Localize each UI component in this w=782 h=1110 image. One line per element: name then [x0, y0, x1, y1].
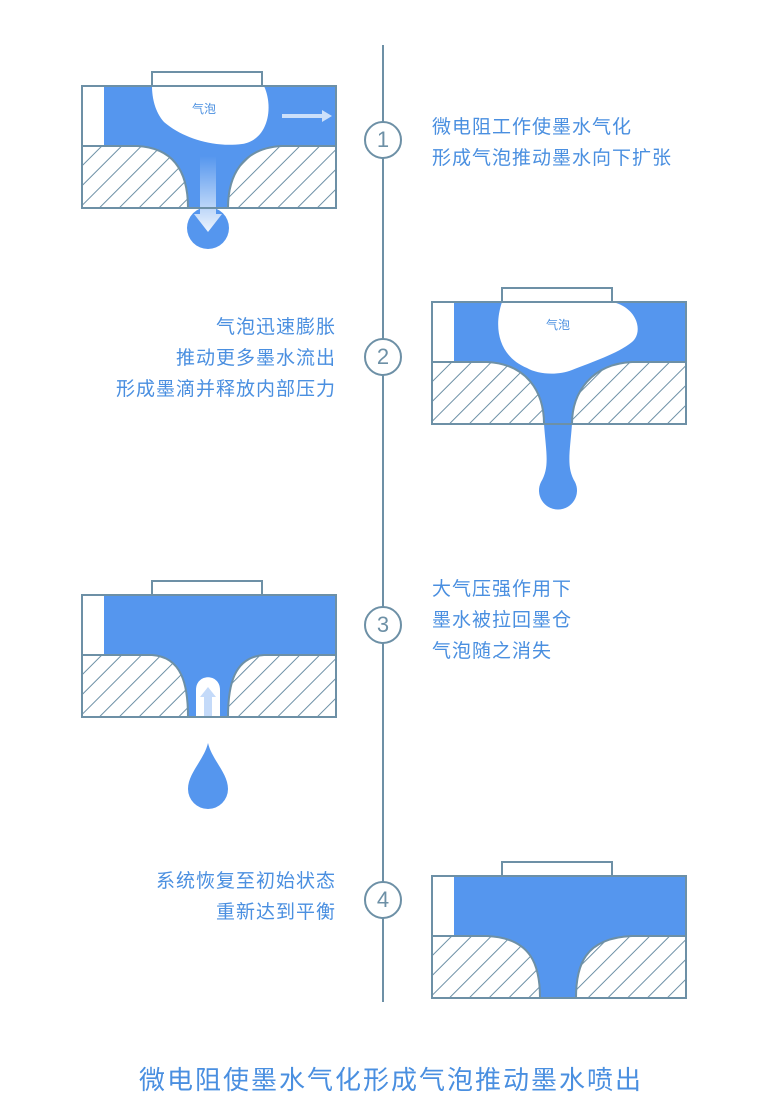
text-line: 推动更多墨水流出: [175, 347, 336, 369]
text-line: 气泡迅速膨胀: [215, 316, 336, 338]
down-arrow-icon: [194, 156, 222, 232]
step-number-1: 1: [364, 121, 402, 159]
bubble-label: 气泡: [546, 317, 570, 332]
text-line: 重新达到平衡: [215, 901, 336, 923]
nozzle-diagram-step-4: [431, 861, 687, 999]
step-3-description: 大气压强作用下 墨水被拉回墨仓 气泡随之消失: [432, 574, 572, 667]
heater-plate: [501, 287, 613, 303]
step-number-3: 3: [364, 606, 402, 644]
bubble: [498, 302, 638, 374]
text-line: 气泡随之消失: [432, 640, 553, 662]
text-line: 形成气泡推动墨水向下扩张: [432, 147, 673, 169]
text-line: 形成墨滴并释放内部压力: [115, 378, 336, 400]
nozzle-diagram-step-1: 气泡: [81, 71, 337, 249]
heater-plate: [151, 71, 263, 87]
nozzle-diagram-step-2: 气泡: [431, 287, 687, 510]
text-line: 大气压强作用下: [432, 578, 573, 600]
bubble: [152, 86, 269, 145]
step-2-description: 气泡迅速膨胀 推动更多墨水流出 形成墨滴并释放内部压力: [116, 312, 336, 405]
step-4-description: 系统恢复至初始状态 重新达到平衡: [156, 866, 336, 928]
diagram-caption: 微电阻使墨水气化形成气泡推动墨水喷出: [138, 1066, 643, 1096]
ink-drop: [539, 424, 577, 510]
right-arrow-icon: [282, 110, 332, 122]
heater-plate: [501, 861, 613, 877]
meniscus: [196, 677, 220, 717]
step-number-2: 2: [364, 338, 402, 376]
heater-plate: [151, 580, 263, 596]
up-arrow-icon: [200, 687, 216, 717]
ink-drop: [188, 743, 228, 809]
text-line: 墨水被拉回墨仓: [432, 609, 573, 631]
step-1-description: 微电阻工作使墨水气化 形成气泡推动墨水向下扩张: [432, 112, 672, 174]
text-line: 系统恢复至初始状态: [155, 870, 336, 892]
bubble-label: 气泡: [192, 101, 216, 116]
nozzle-diagram-step-3: [81, 580, 337, 809]
step-number-4: 4: [364, 881, 402, 919]
text-line: 微电阻工作使墨水气化: [432, 116, 633, 138]
